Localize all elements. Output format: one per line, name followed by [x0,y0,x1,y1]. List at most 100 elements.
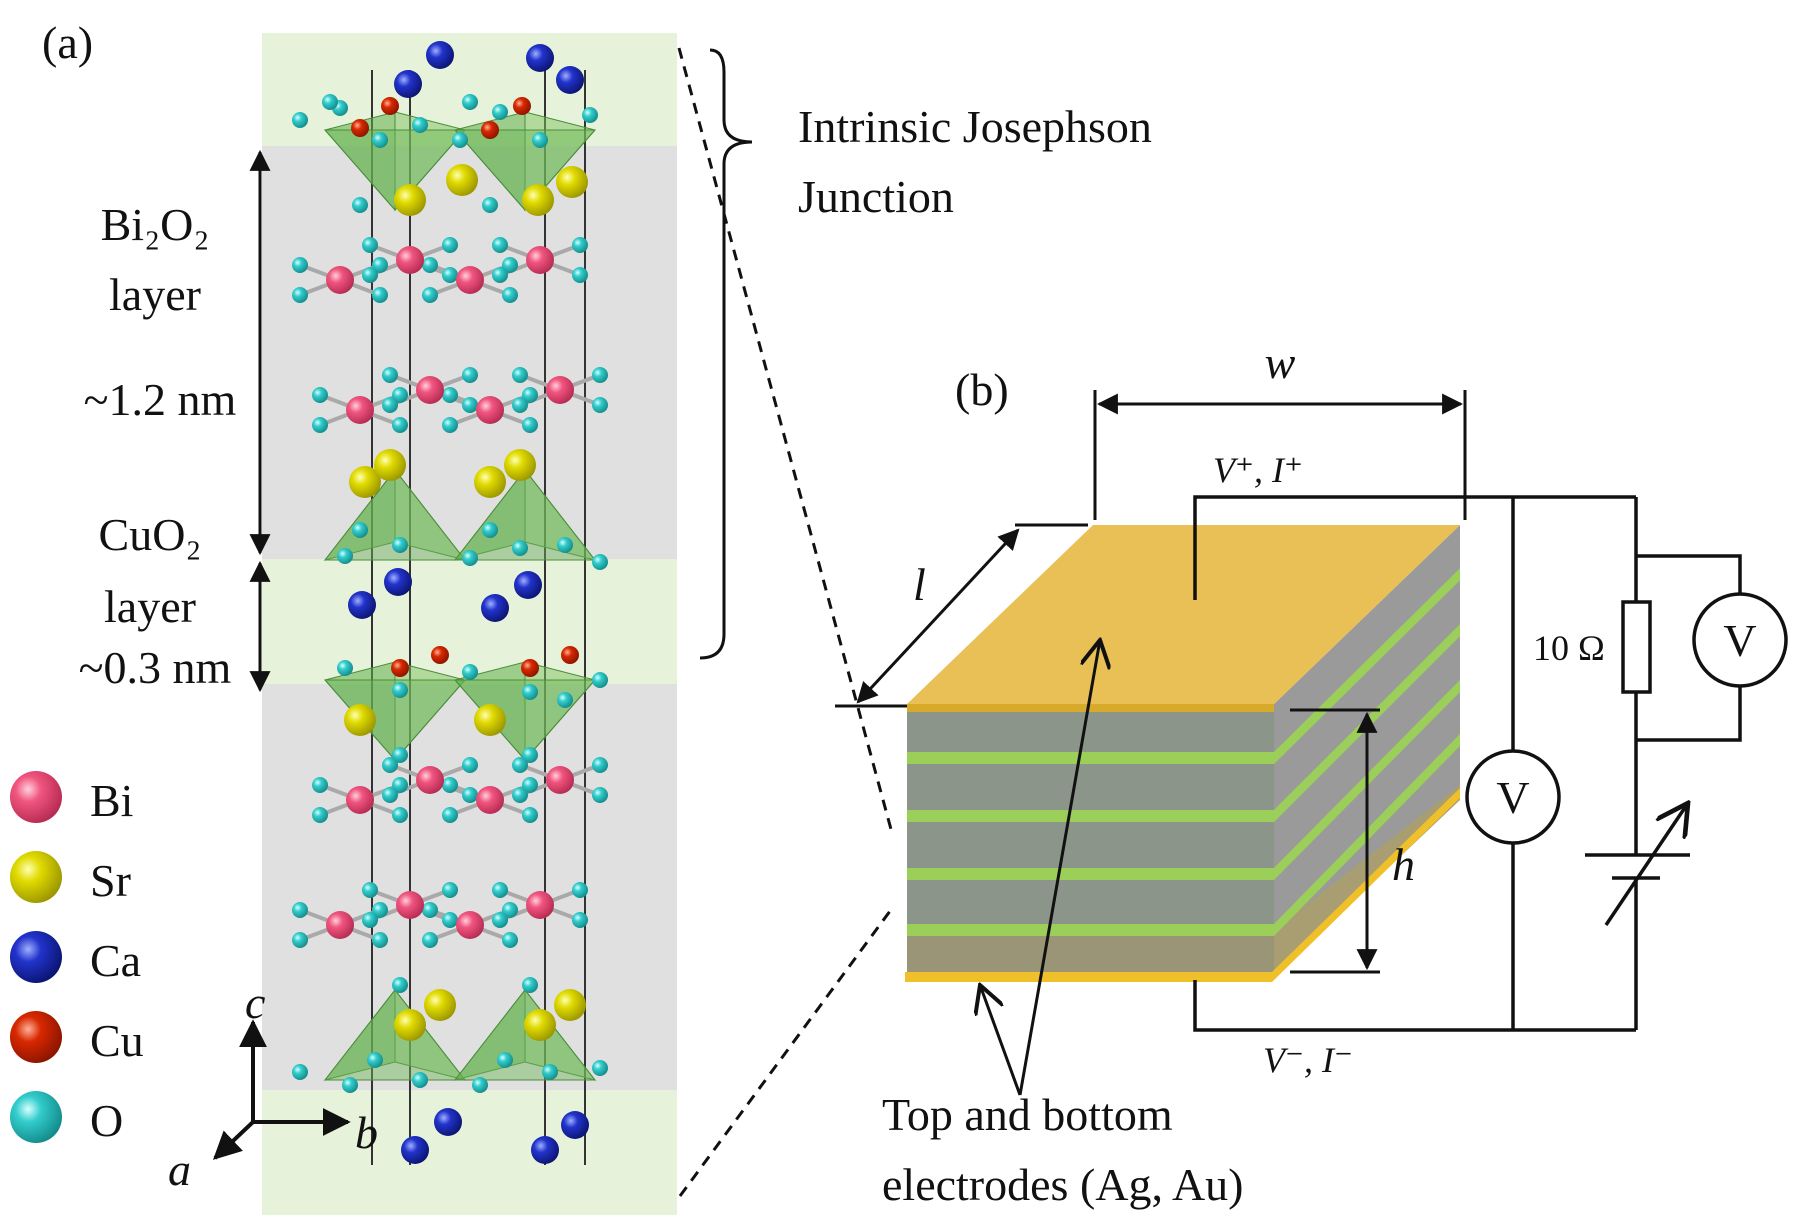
o-atom [382,787,398,803]
sr-atom [394,1009,426,1041]
legend-label-cu: Cu [90,1015,144,1066]
sr-atom [522,184,554,216]
cuo5-pyramid [323,989,467,1081]
panel-b-label: (b) [955,364,1009,415]
width-label: w [1265,337,1296,388]
o-atom [292,257,308,273]
o-atom [367,1052,383,1068]
o-atom [572,267,588,283]
junction-label-line1: Intrinsic Josephson [798,101,1152,152]
bi-atom [416,376,444,404]
o-atom [372,132,388,148]
bi-atom [396,246,424,274]
o-atom [557,692,573,708]
bi-atom [546,376,574,404]
junction-label-line2: Junction [798,171,954,222]
o-atom [462,550,478,566]
cuo2-thickness: ~0.3 nm [79,642,232,693]
pointer-bottom-electrode [980,985,1022,1096]
o-atom [442,387,458,403]
panel-b: (b) w l h [835,337,1788,1210]
o-atom [362,882,378,898]
o-atom [592,672,608,688]
ca-atom [526,44,554,72]
bi-atom [456,266,484,294]
legend-swatch-ca [10,931,62,983]
o-atom [372,287,388,303]
ca-atom [531,1136,559,1164]
o-atom [592,367,608,383]
cuo2-layer-stripe [907,752,1274,764]
o-atom [382,757,398,773]
o-atom [512,787,528,803]
bottom-electrode [905,788,1460,982]
pointer-top-electrode [1018,640,1100,1096]
cu-atom [513,97,531,115]
sr-atom [349,466,381,498]
o-atom [362,267,378,283]
bi2o2-thickness: ~1.2 nm [84,374,237,425]
o-atom [592,397,608,413]
ca-atom [384,568,412,596]
resistor-voltmeter [1692,592,1788,688]
o-atom [392,807,408,823]
cuo5-pyramid [323,129,467,211]
o-atom [392,387,408,403]
o-atom [442,267,458,283]
o-atom [412,117,428,133]
ca-atom [514,571,542,599]
bi-atom [526,246,554,274]
o-atom [372,257,388,273]
o-atom [592,554,608,570]
ca-atom [348,591,376,619]
ca-atom [481,594,509,622]
o-atom [292,287,308,303]
o-atom [292,932,308,948]
o-atom [462,94,478,110]
o-atom [592,757,608,773]
electrodes-label-line2: electrodes (Ag, Au) [882,1159,1244,1210]
o-atom [372,932,388,948]
bi2o2-layer-word: layer [109,269,201,320]
legend-label-o: O [90,1095,123,1146]
cuo2-layer-stripe [907,810,1274,822]
o-atom [362,912,378,928]
o-atom [352,522,368,538]
o-atom [522,777,538,793]
ca-atom [561,1111,589,1139]
o-atom [337,660,353,676]
o-atom [442,912,458,928]
o-atom [572,237,588,253]
o-atom [522,807,538,823]
o-atom [522,417,538,433]
sr-atom [554,989,586,1021]
sr-atom [556,166,588,198]
cu-atom [381,97,399,115]
o-atom [512,367,528,383]
bi-atom [326,911,354,939]
o-atom [497,1052,513,1068]
o-atom [502,902,518,918]
wire-resistor-branch-bottom [1636,682,1742,742]
sr-atom [394,184,426,216]
o-atom [292,112,308,128]
sr-atom [424,989,456,1021]
resistor-value: 10 Ω [1533,628,1605,668]
a-axis-label: a [168,1144,191,1195]
sr-atom [524,1009,556,1041]
crystal-structure [292,41,608,1165]
cu-atom [391,659,409,677]
o-atom [472,1077,488,1093]
o-atom [382,397,398,413]
junction-stack [905,525,1460,982]
o-atom [452,132,468,148]
o-atom [462,367,478,383]
resistor [1621,600,1652,694]
o-atom [442,882,458,898]
o-atom [482,197,498,213]
cu-atom [521,659,539,677]
stack-front-bottom-layer [907,930,1274,976]
o-atom [352,197,368,213]
o-atom [392,977,408,993]
